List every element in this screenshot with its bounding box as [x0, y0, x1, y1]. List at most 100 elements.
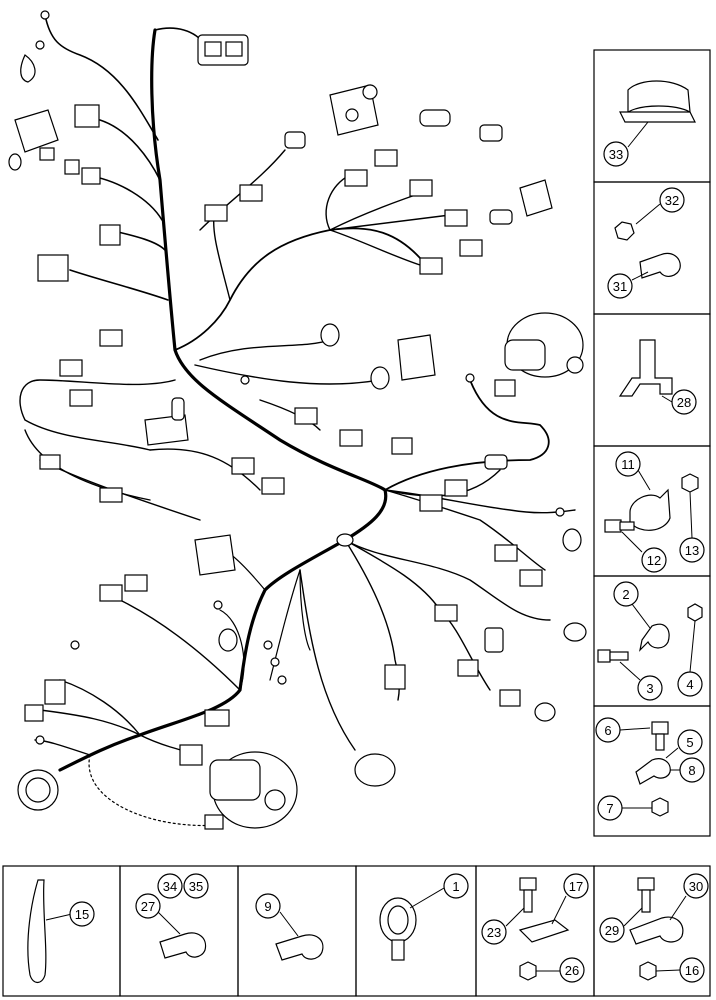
callout-16-circle — [679, 957, 705, 983]
callout-6-circle — [595, 717, 621, 743]
connector-u — [391, 437, 413, 455]
switch-pressure — [562, 528, 582, 552]
callout-9: 9 — [264, 899, 271, 914]
leader-1 — [409, 887, 445, 909]
connector-p — [99, 329, 123, 347]
bolt-head — [651, 721, 669, 735]
sensor-right — [479, 124, 503, 142]
callout-9-circle — [255, 893, 281, 919]
round-connector-lower-left — [17, 769, 59, 811]
sensor-jj — [534, 702, 556, 722]
callout-34-circle — [157, 873, 183, 899]
panel-clamp-11-12-13: 11 13 12 — [604, 451, 705, 573]
callout-12: 12 — [647, 553, 661, 568]
connector-j — [419, 257, 443, 275]
clamp-part — [635, 758, 671, 785]
callout-5: 5 — [686, 735, 693, 750]
ring-terminal-4 — [240, 375, 250, 385]
bottom-panel-frame — [2, 865, 711, 997]
callout-4-circle — [677, 671, 703, 697]
callout-27-circle — [135, 893, 161, 919]
leader-27 — [157, 911, 181, 935]
connector-g — [409, 179, 433, 197]
connector-cc — [99, 584, 123, 602]
bolt-head — [519, 877, 537, 891]
bolt-shank — [655, 733, 665, 751]
bolt-shank — [619, 521, 635, 531]
relay-box-upper-left — [14, 109, 59, 161]
module-left — [37, 254, 69, 282]
grommet-mid — [336, 533, 354, 547]
callout-35-circle — [183, 873, 209, 899]
horn-speaker — [354, 753, 396, 787]
panel-strap-15: 15 — [27, 879, 95, 984]
nut-part — [651, 797, 669, 817]
bolt-head — [604, 519, 622, 533]
connector-x — [444, 479, 468, 497]
connector-m — [239, 184, 263, 202]
sensor-lower — [218, 628, 238, 652]
connector-b — [64, 159, 80, 175]
clamp-part — [518, 919, 570, 943]
callout-13-circle — [679, 537, 705, 563]
callout-31: 31 — [613, 279, 627, 294]
connector-top-block — [197, 34, 249, 66]
connector-jj — [499, 689, 521, 707]
connector-q — [59, 359, 83, 377]
connector-y — [419, 494, 443, 512]
callout-1-circle — [443, 873, 469, 899]
callout-34: 34 — [163, 879, 177, 894]
sensor-top-left — [20, 54, 36, 83]
connector-bb — [99, 487, 123, 503]
alternator-lower — [209, 751, 298, 829]
panel-clamp-16-29-30: 30 29 16 — [599, 873, 709, 983]
callout-23: 23 — [487, 925, 501, 940]
connector-ii — [384, 664, 406, 690]
callout-6: 6 — [604, 723, 611, 738]
callout-33-circle — [603, 141, 629, 167]
harness-components — [8, 10, 587, 830]
connector-o — [494, 379, 516, 397]
fuse-holder — [171, 397, 185, 421]
callout-13: 13 — [685, 543, 699, 558]
panel-bracket-28: 28 — [618, 339, 697, 415]
callout-16: 16 — [685, 963, 699, 978]
connector-c — [81, 167, 101, 185]
callout-12-circle — [641, 547, 667, 573]
callout-11-circle — [615, 451, 641, 477]
clamp-part — [629, 488, 671, 531]
terminal-ring — [40, 10, 50, 20]
connector-hh — [457, 659, 479, 677]
sensor-k — [489, 209, 513, 225]
connector-ee — [494, 544, 518, 562]
callout-4: 4 — [686, 677, 693, 692]
nut-part — [614, 221, 635, 241]
callout-17-circle — [563, 873, 589, 899]
bolt-head — [637, 877, 655, 891]
callout-17: 17 — [569, 879, 583, 894]
leader-13 — [689, 491, 693, 539]
leader-4 — [689, 620, 696, 673]
bracket-lower — [194, 534, 236, 576]
callout-27: 27 — [141, 899, 155, 914]
lamp-bulb — [8, 153, 22, 171]
connector-f — [344, 169, 368, 187]
clamp-part — [639, 252, 681, 279]
callout-32-circle — [659, 187, 685, 213]
callout-2-circle — [613, 581, 639, 607]
callout-23-circle — [481, 919, 507, 945]
ring-terminal-7 — [213, 600, 223, 610]
right-panel-frame — [593, 49, 711, 837]
callout-8: 8 — [688, 763, 695, 778]
leader-30 — [669, 895, 687, 921]
callout-7: 7 — [606, 801, 613, 816]
callout-3: 3 — [646, 681, 653, 696]
panel-clamp-27-34-35: 27 34 35 — [135, 873, 209, 959]
bracket-mid — [397, 334, 436, 381]
callout-33: 33 — [609, 147, 623, 162]
ring-terminal-9 — [35, 735, 45, 745]
bracket-part — [618, 339, 673, 397]
nut-part — [519, 961, 537, 981]
leader-15 — [45, 913, 73, 921]
